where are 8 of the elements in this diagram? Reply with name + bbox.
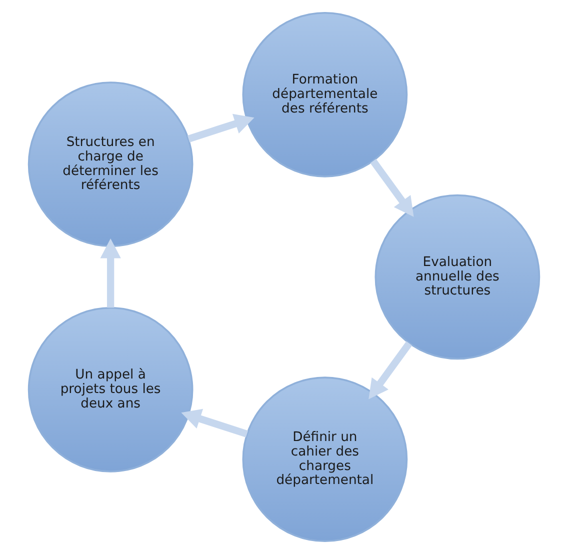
arrow	[368, 341, 412, 400]
arrow	[370, 158, 414, 217]
node-circle: Formation départementale des référents	[242, 12, 408, 178]
node-circle: Un appel à projets tous les deux ans	[27, 307, 193, 472]
arrow	[186, 114, 254, 142]
arrow	[100, 238, 120, 308]
node-circle: Structures en charge de déterminer les référents	[27, 82, 193, 247]
arrow	[180, 408, 248, 438]
